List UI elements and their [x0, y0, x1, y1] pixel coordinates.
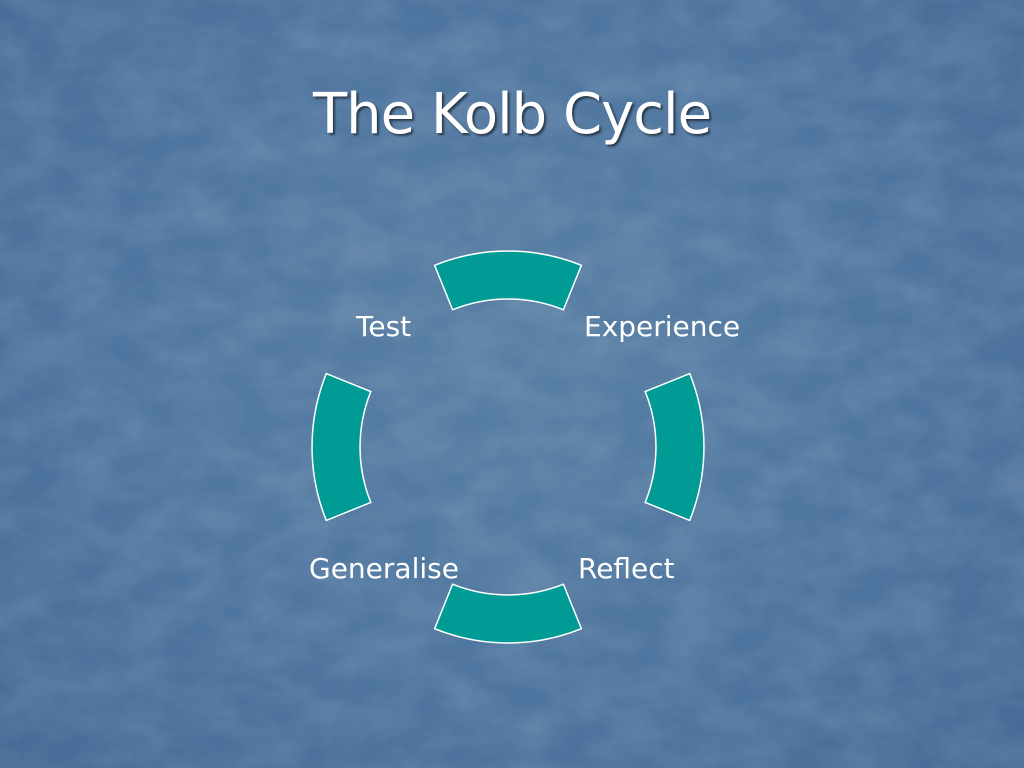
stage-label-test: Test — [356, 310, 412, 343]
cycle-segment-bottom — [433, 583, 583, 644]
stage-label-experience: Experience — [584, 310, 741, 343]
cycle-segment-top — [433, 250, 583, 311]
stage-label-generalise: Generalise — [309, 552, 459, 585]
slide-title: The Kolb Cycle — [312, 82, 712, 147]
cycle-segment-right — [644, 372, 705, 522]
stage-label-reflect: Reflect — [578, 552, 675, 585]
cycle-segment-left — [311, 372, 372, 522]
